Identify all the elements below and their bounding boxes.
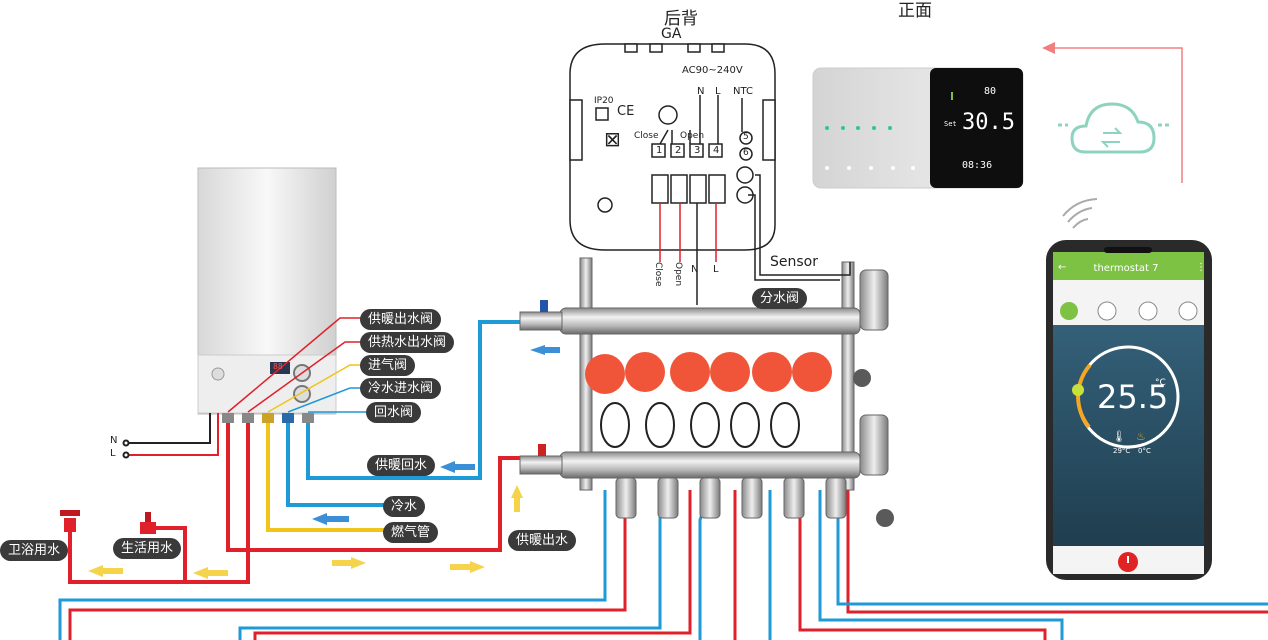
cold-in-valve-label: 冷水进水阀 bbox=[360, 378, 442, 399]
app-title: thermostat 7 bbox=[1093, 263, 1159, 274]
bath-water-label: 卫浴用水 bbox=[0, 540, 69, 561]
terminal-5: 5 bbox=[743, 132, 749, 142]
boiler-pipes bbox=[68, 320, 540, 584]
return-valve-label: 回水阀 bbox=[366, 402, 422, 423]
back-arrow-icon[interactable]: ← bbox=[1058, 262, 1067, 273]
heating-icon: ♨ bbox=[1136, 430, 1146, 443]
set-temp-display: 30.5 bbox=[962, 110, 1015, 135]
terminal-2: 2 bbox=[675, 145, 682, 156]
ntc-label: NTC bbox=[733, 86, 753, 97]
manifold bbox=[519, 257, 894, 527]
terminal-1: 1 bbox=[656, 145, 663, 156]
heating-out-label: 供暖出水 bbox=[508, 530, 577, 551]
terminal-3: 3 bbox=[694, 145, 701, 156]
thermometer-icon: 🌡 bbox=[1112, 430, 1126, 443]
cloud-icon bbox=[1058, 102, 1170, 154]
phone-low2: 0°C bbox=[1138, 447, 1151, 455]
label-leaders bbox=[227, 317, 366, 413]
heating-return-label: 供暖回水 bbox=[367, 455, 436, 476]
boiler-l-label: L bbox=[110, 448, 116, 459]
ip-rating-label: IP20 bbox=[594, 96, 614, 106]
domestic-tap-icon bbox=[140, 512, 156, 534]
phone-temp-unit: °C bbox=[1155, 378, 1166, 388]
gas-pipe-label: 燃气管 bbox=[383, 522, 439, 543]
back-header: 后背 bbox=[664, 9, 698, 29]
more-menu-icon[interactable]: ⋮ bbox=[1196, 262, 1206, 273]
weee-icon: ⊠ bbox=[604, 127, 621, 151]
domestic-water-label: 生活用水 bbox=[113, 538, 182, 559]
smartphone bbox=[1046, 240, 1212, 580]
thermostat-front bbox=[812, 67, 1024, 189]
phone-temperature: 25.5 bbox=[1097, 378, 1169, 416]
power-button[interactable] bbox=[1118, 552, 1138, 572]
terminal-6: 6 bbox=[743, 148, 749, 158]
sensor-label: Sensor bbox=[770, 254, 818, 270]
flow-arrows bbox=[88, 345, 560, 579]
open-label: Open bbox=[680, 131, 705, 141]
controller-wires bbox=[659, 174, 851, 305]
model-label: GA bbox=[661, 26, 682, 42]
voltage-label: AC90~240V bbox=[682, 65, 743, 76]
n-terminal-label: N bbox=[697, 86, 705, 97]
room-temp-display: 80 bbox=[984, 86, 997, 97]
cold-water-label: 冷水 bbox=[383, 496, 426, 517]
wire-l-label: L bbox=[713, 264, 719, 275]
l-terminal-label: L bbox=[715, 86, 721, 97]
wifi-link-line bbox=[1042, 42, 1183, 183]
hot-water-out-valve-label: 供热水出水阀 bbox=[360, 332, 455, 353]
distributor-label: 分水阀 bbox=[752, 288, 808, 309]
gas-boiler bbox=[197, 167, 337, 423]
wire-open-label: Open bbox=[673, 262, 683, 287]
boiler-power-wires bbox=[122, 413, 219, 459]
phone-low1: 29°C bbox=[1113, 447, 1131, 455]
terminal-4: 4 bbox=[713, 145, 720, 156]
front-header: 正面 bbox=[898, 1, 932, 21]
ce-mark: CE bbox=[617, 104, 635, 119]
wire-n-label: N bbox=[691, 264, 699, 275]
wifi-signal-icon bbox=[1062, 198, 1098, 229]
close-label: Close bbox=[634, 131, 659, 141]
controller-back-panel bbox=[569, 43, 776, 251]
floor-heating-loops bbox=[58, 489, 1268, 640]
set-label: Set bbox=[944, 120, 957, 128]
gas-valve-label: 进气阀 bbox=[360, 355, 416, 376]
wire-close-label: Close bbox=[653, 262, 663, 287]
heating-out-valve-label: 供暖出水阀 bbox=[360, 309, 442, 330]
bath-tap-icon bbox=[60, 510, 80, 532]
boiler-display: 88 bbox=[273, 362, 283, 371]
clock-display: 08:36 bbox=[962, 160, 993, 171]
boiler-n-label: N bbox=[110, 435, 118, 446]
